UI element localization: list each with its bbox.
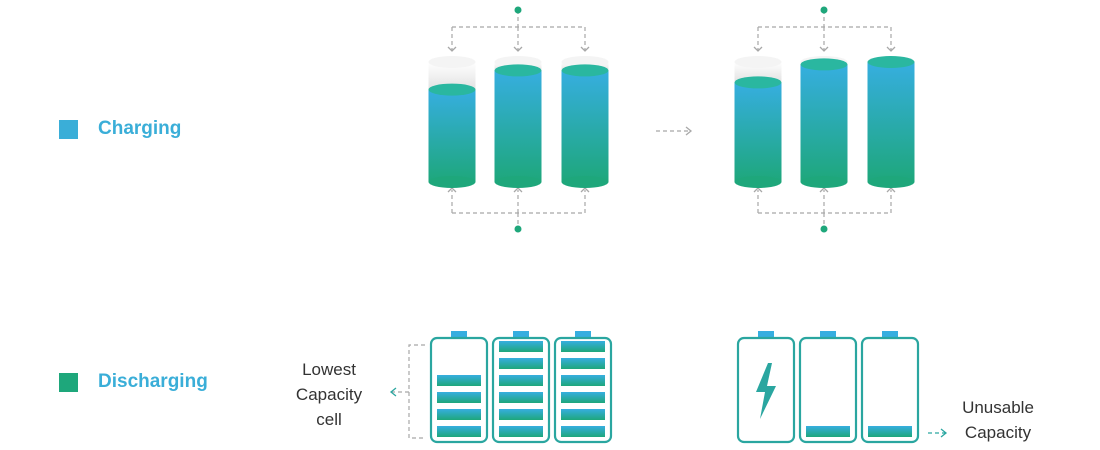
down-arrow-icon (819, 46, 829, 52)
arrow-left-icon (389, 387, 397, 397)
before-cell-3 (561, 56, 609, 188)
cell-top-cap (428, 56, 476, 68)
cell-fill-surface (494, 64, 542, 77)
transition-arrow (656, 126, 693, 136)
bracket-line (408, 344, 425, 439)
charge-bar (437, 426, 481, 437)
top-terminal-dot (514, 6, 522, 14)
discharge-before-battery-1 (429, 331, 489, 444)
discharge-before-battery-3 (553, 331, 613, 444)
charge-bar (499, 375, 543, 386)
unusable-capacity-line-2: Capacity (965, 423, 1032, 442)
charge-bar (499, 358, 543, 369)
arrow-right-icon (685, 126, 693, 136)
battery-terminal (575, 331, 591, 338)
bottom-terminal-dot (514, 225, 522, 233)
charging-swatch (59, 119, 78, 139)
cell-top-cap (561, 56, 609, 68)
charge-bar (561, 392, 605, 403)
before-cell-2 (494, 56, 542, 188)
charge-bar (499, 341, 543, 352)
cell-fill (561, 70, 609, 182)
before-cell-1 (428, 56, 476, 188)
after-wiring (753, 6, 896, 233)
charge-bar (499, 426, 543, 437)
cell-fill (494, 70, 542, 182)
battery-terminal (513, 331, 529, 338)
discharge-after-battery-3 (860, 331, 920, 444)
down-arrow-icon (753, 46, 763, 52)
cell-top-cap (734, 56, 782, 68)
after-cell-1 (734, 56, 782, 188)
unusable-capacity-arrow (928, 428, 948, 438)
cell-bottom (561, 176, 609, 188)
cell-fill (428, 89, 476, 182)
cell-fill-surface (734, 76, 782, 89)
cell-bottom (867, 176, 915, 188)
discharge-before-battery-2 (491, 331, 551, 444)
cell-fill-surface (867, 56, 915, 68)
charge-bar (561, 409, 605, 420)
charge-bar (437, 392, 481, 403)
charge-bar (561, 375, 605, 386)
unusable-capacity-line-1: Unusable (962, 398, 1034, 417)
cell-fill-surface (800, 58, 848, 71)
charging-label: Charging (98, 118, 182, 139)
top-terminal-dot (820, 6, 828, 14)
bolt-icon (756, 363, 776, 419)
cell-bottom (428, 176, 476, 188)
down-arrow-icon (580, 46, 590, 52)
lowest-capacity-bracket (389, 344, 425, 439)
discharging-swatch (59, 372, 78, 392)
down-arrow-icon (886, 46, 896, 52)
discharging-label: Discharging (98, 371, 208, 392)
cell-bottom (494, 176, 542, 188)
cell-top-cap (494, 56, 542, 68)
discharge-after-battery-1 (736, 331, 796, 444)
after-cell-3 (867, 56, 915, 188)
charge-bar (868, 426, 912, 437)
discharge-after-battery-2 (798, 331, 858, 444)
bottom-terminal-dot (820, 225, 828, 233)
cell-fill (800, 64, 848, 182)
battery-terminal (451, 331, 467, 338)
after-cell-2 (800, 56, 848, 188)
legend-charging: Charging (59, 118, 181, 140)
cell-fill (867, 62, 915, 182)
charge-bar (561, 341, 605, 352)
battery-terminal (758, 331, 774, 338)
arrow-right-icon (940, 428, 948, 438)
discharging-group (389, 331, 948, 444)
lowest-capacity-line-1: Lowest (302, 360, 356, 379)
cell-bottom (734, 176, 782, 188)
battery-outline-icon (860, 336, 920, 444)
charge-bar (499, 409, 543, 420)
charge-bar (437, 409, 481, 420)
charge-bar (499, 392, 543, 403)
battery-terminal (820, 331, 836, 338)
lowest-capacity-line-2: Capacity (296, 385, 363, 404)
charge-bar (561, 426, 605, 437)
charge-bar (437, 375, 481, 386)
charge-bar (561, 358, 605, 369)
cell-fill-surface (561, 64, 609, 77)
before-wiring (447, 6, 590, 233)
battery-outline-icon (798, 336, 858, 444)
cell-fill-surface (428, 83, 476, 96)
legend-discharging: Discharging (59, 371, 208, 393)
battery-terminal (882, 331, 898, 338)
lowest-capacity-line-3: cell (316, 410, 342, 429)
charge-bar (806, 426, 850, 437)
charging-group (428, 6, 915, 233)
down-arrow-icon (447, 46, 457, 52)
cell-bottom (800, 176, 848, 188)
cell-fill (734, 82, 782, 182)
down-arrow-icon (513, 46, 523, 52)
